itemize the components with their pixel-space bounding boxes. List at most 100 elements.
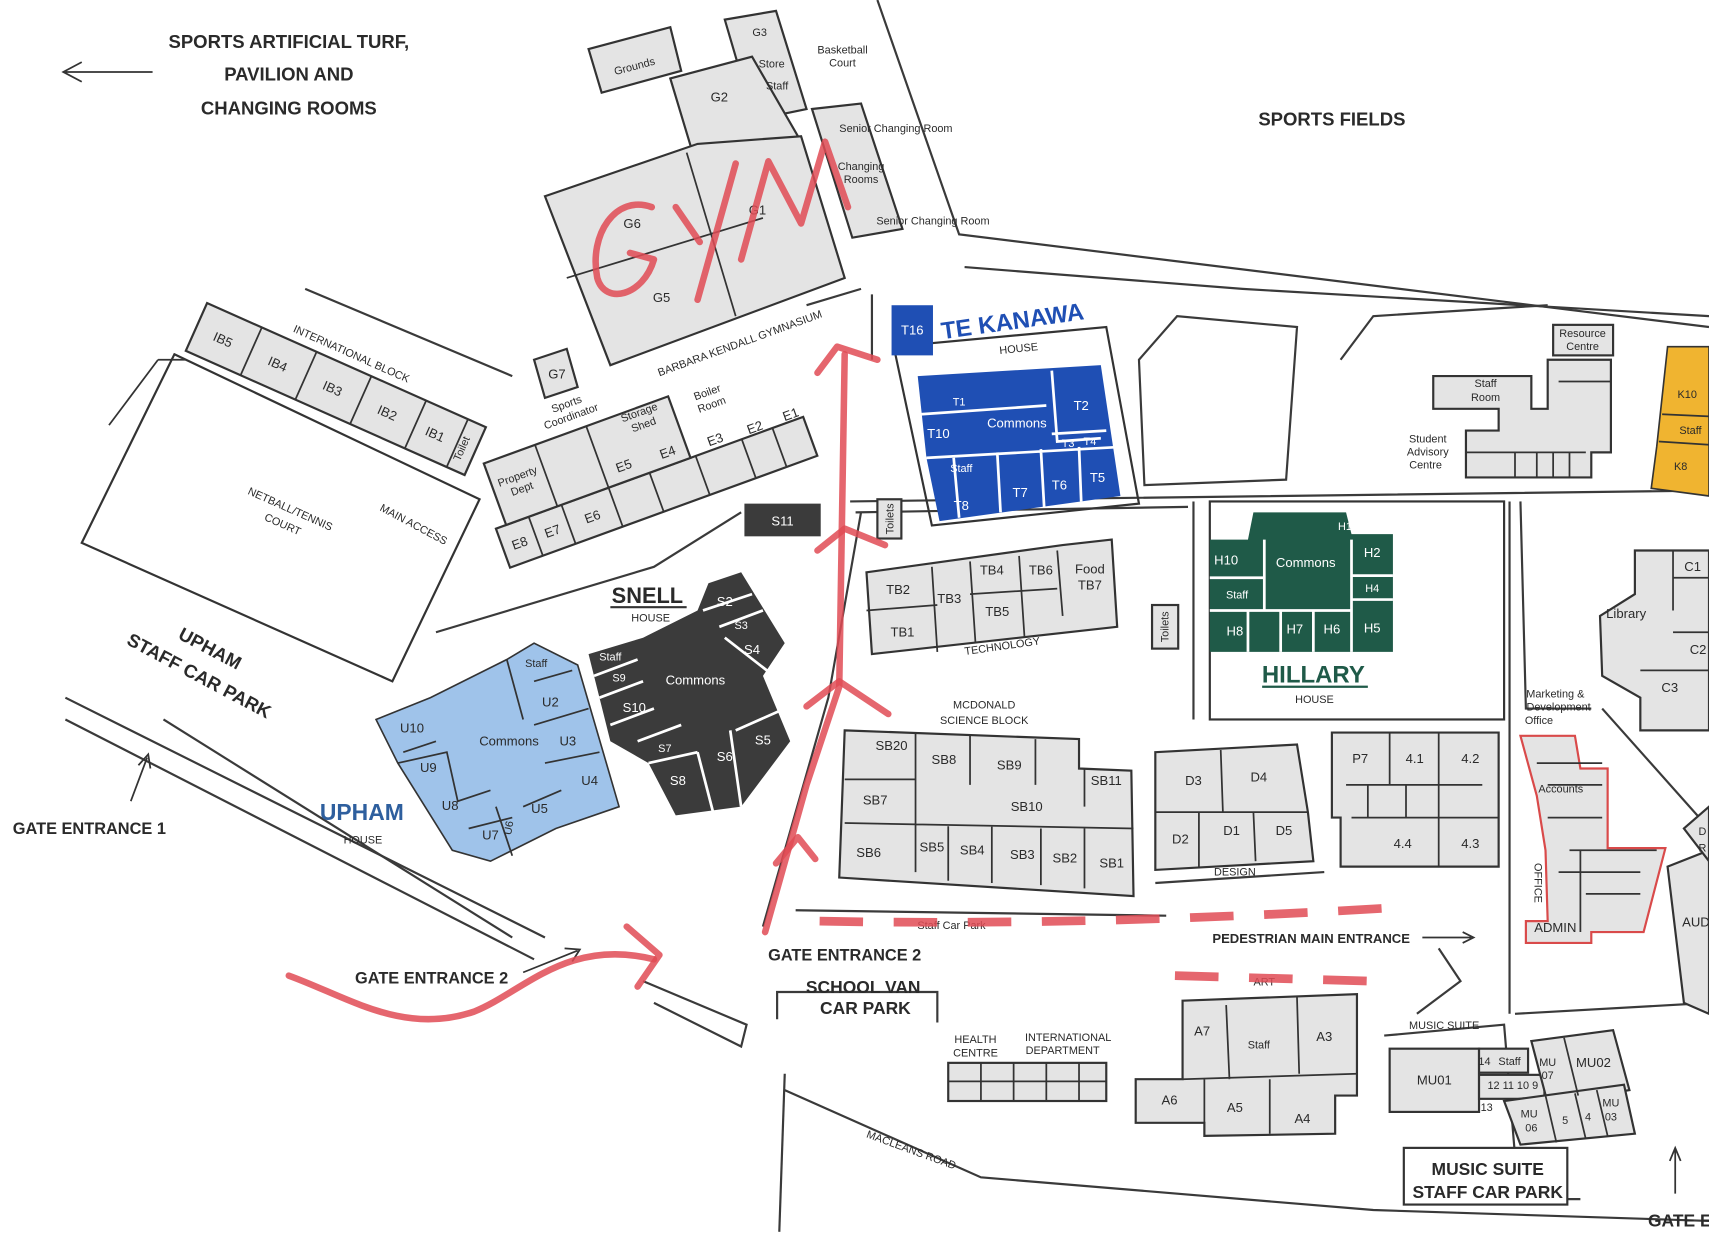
block-4[interactable]: P7 4.1 4.2 4.4 4.3 [1330,731,1500,868]
room-label: Changing [838,161,885,173]
room-label: SB20 [876,738,908,753]
room-label: 4 [1585,1112,1591,1124]
room-label: T4 [1084,436,1097,448]
room-label: E6 [582,507,602,527]
arrowhead-icon [814,525,889,554]
car-park-label: STAFF CAR PARK [1413,1182,1564,1202]
access-label: MAIN ACCESS [378,502,449,548]
hillary-house[interactable]: H10 Commons H1 H2 Staff H4 H8 H7 H6 H5 H… [1150,500,1506,721]
room-label: SB1 [1099,856,1124,871]
room-label: 4.2 [1461,751,1479,766]
room-label: T5 [1090,470,1105,485]
room-label: E1 [781,405,801,425]
room-label: E4 [657,442,677,462]
room-label: S8 [670,773,686,788]
room-label: SB9 [997,758,1022,773]
pedestrian-route-dashed [819,902,1407,927]
room-label: TB6 [1029,562,1053,577]
room-label: G3 [752,27,767,39]
parking-and-gates: UPHAM STAFF CAR PARK GATE ENTRANCE 1 GAT… [13,623,1709,1230]
room-label: C2 [1690,642,1707,657]
te-kanawa-house[interactable]: T16 TE KANAWA HOUSE Commons T1 T2 T10 T3… [876,298,1141,540]
gate-label[interactable]: GATE ENTRANCE 2 [355,969,508,987]
room-label: 5 [1562,1115,1568,1127]
room-label: D1 [1223,823,1240,838]
route-line [285,951,658,1023]
room-label: Food [1075,561,1105,576]
car-park-label: SCHOOL VAN [806,977,921,997]
house-subtitle: HOUSE [999,341,1039,357]
room-label: K10 [1678,389,1697,401]
room-label: P7 [1352,751,1368,766]
room-label: U9 [420,760,437,775]
turf-label: CHANGING ROOMS [201,97,377,118]
building-name: MUSIC SUITE [1409,1020,1479,1032]
art-block[interactable]: HEALTH CENTRE INTERNATIONAL DEPARTMENT A… [947,976,1359,1137]
room-label: MU [1602,1097,1619,1109]
room-label: OFFICE [1532,863,1544,903]
room-label: T10 [927,426,950,441]
room-label: TB3 [937,591,961,606]
arrowhead-icon [772,833,819,867]
room-label: A6 [1161,1092,1177,1107]
room-label: Staff [1679,425,1702,437]
handwritten-gym-label [592,138,852,304]
room-label: D4 [1251,770,1268,785]
room-label: A3 [1316,1029,1332,1044]
room-label: U8 [442,798,459,813]
room-label: 4.1 [1406,751,1424,766]
room-label: D3 [1185,773,1202,788]
room-label: U2 [542,694,559,709]
room-label: Staff [1498,1056,1521,1068]
room-label: SB7 [863,792,888,807]
room-label: MU [1521,1108,1538,1120]
room-label: MU02 [1576,1055,1611,1070]
room-label: A4 [1294,1111,1310,1126]
entrance-label[interactable]: PEDESTRIAN MAIN ENTRANCE [1212,931,1410,946]
room-label: SB10 [1011,799,1043,814]
music-suite[interactable]: MUSIC SUITE MU01 14 Staff 12 11 10 9 13 … [1388,1020,1637,1146]
mcdonald-science-block[interactable]: MCDONALD SCIENCE BLOCK SB20 SB8 SB9 SB11… [838,700,1135,898]
room-label: Staff [599,652,622,664]
upham-house[interactable]: U10 Staff U2 Commons U3 U9 U4 U8 U6 U5 U… [320,642,621,863]
room-label: 06 [1525,1123,1537,1135]
room-label: Room [1471,392,1500,404]
room-label: E3 [705,430,725,450]
room-label: IB5 [211,329,235,351]
building-name: HEALTH [954,1034,996,1046]
arrow-icon [1668,1145,1682,1194]
room-label: MU01 [1417,1073,1452,1088]
room-label: SB8 [932,752,957,767]
house-name: TE KANAWA [940,298,1086,345]
snell-house[interactable]: SNELL HOUSE S2 S3 S4 Staff S9 Commons S1… [588,572,791,816]
gate-label[interactable]: GATE ENTRANCE 2 [768,946,921,964]
room-label: MU [1539,1057,1556,1069]
room-label: T1 [953,397,966,409]
room-label: TB5 [985,604,1009,619]
room-label: U6 [502,820,516,836]
room-label: Commons [987,415,1047,430]
room-label: D2 [1172,832,1189,847]
e-block[interactable]: E8 E7 E6 E5 E4 E3 E2 E1 Property Dept Sp… [462,324,819,570]
arrow-icon [129,752,152,802]
route-line [761,351,848,936]
room-label: 12 11 10 9 [1487,1080,1538,1092]
room-label: 14 [1478,1056,1490,1068]
room-label: IB3 [320,378,344,400]
admin-area[interactable]: Resource Centre Staff Room Student Advis… [1407,323,1709,1015]
technology-block[interactable]: TB2 TB3 TB4 TB6 Food TB7 TB5 TB1 TECHNOL… [865,538,1119,658]
design-block[interactable]: D3 D4 D2 D1 D5 DESIGN [1154,743,1315,879]
top-labels: SPORTS ARTIFICIAL TURF, PAVILION AND CHA… [61,31,1405,129]
room-label: S7 [658,743,671,755]
room-label: TB2 [886,582,910,597]
gate-label[interactable]: GATE ENTRANCE 1 [13,820,166,838]
room-label: Commons [666,673,726,688]
building-name: INTERNATIONAL [1025,1032,1111,1044]
gate-label[interactable]: GATE E [1648,1210,1709,1230]
s11-building[interactable]: S11 [744,503,821,537]
house-subtitle: HOUSE [631,612,670,624]
room-label: A7 [1194,1024,1210,1039]
room-label: Staff [525,658,548,670]
room-label: IB1 [423,423,447,445]
room-label: S11 [771,513,793,528]
